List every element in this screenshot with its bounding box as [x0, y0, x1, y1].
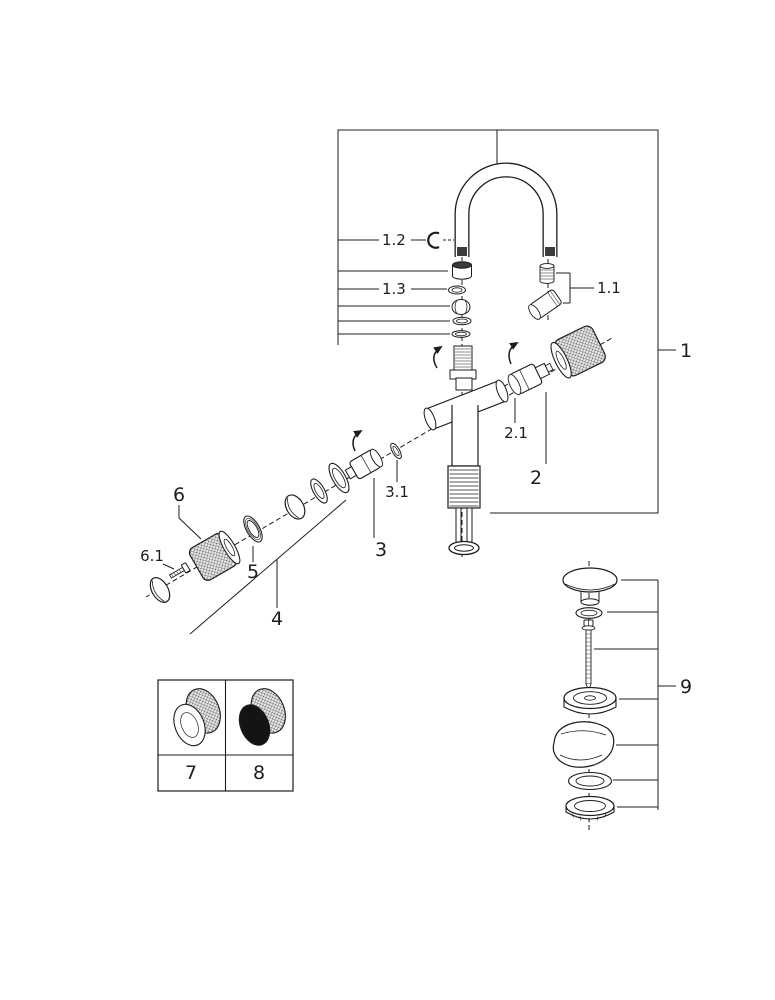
spout	[454, 162, 558, 257]
callout-4: 4	[271, 608, 283, 630]
callout-lines	[162, 129, 676, 810]
drain-assembly	[552, 567, 618, 823]
shank-leg-right	[466, 507, 473, 543]
ball-seat	[451, 299, 471, 315]
callout-3-1: 3.1	[385, 483, 409, 501]
shank-leg-left	[455, 507, 462, 543]
callout-1-1: 1.1	[597, 279, 621, 297]
knurled-cap-variant-a	[173, 688, 221, 747]
callout-3: 3	[375, 539, 387, 561]
bracket-1-1	[556, 272, 594, 304]
variant-table-dividers	[158, 680, 293, 791]
washer-a	[452, 316, 472, 326]
spout-left-insert	[457, 247, 467, 256]
rotate-arrow-right	[508, 342, 519, 365]
retaining-clip	[427, 231, 440, 249]
cover-plug	[149, 577, 171, 603]
knurled-knob-left	[188, 530, 241, 581]
mounting-shank	[447, 465, 481, 543]
bracket-4	[189, 499, 347, 635]
escutcheon-ring-a	[328, 462, 350, 494]
callout-8: 8	[253, 762, 265, 784]
escutcheon-set	[284, 462, 350, 520]
seal-ring	[448, 285, 466, 295]
callout-2: 2	[530, 467, 542, 489]
bracket-1	[337, 129, 659, 514]
faucet-body	[423, 377, 509, 556]
drain-seal-ring	[575, 607, 603, 619]
drain-stopper	[562, 567, 618, 606]
variant-table	[157, 679, 294, 792]
body-top-stub	[455, 377, 473, 391]
bracket-6	[178, 505, 202, 540]
callout-9: 9	[680, 676, 692, 698]
knurled-knob-right	[550, 325, 606, 379]
escutcheon-ring-b	[310, 478, 328, 504]
callout-6: 6	[173, 484, 185, 506]
seal-stack	[448, 261, 472, 338]
drain-washer	[567, 771, 613, 791]
callout-labels: 1 1.1 1.2 1.3 2 2.1 3 3.1 4 5 6 6.1 7 8 …	[140, 231, 692, 784]
dome-cap	[284, 494, 306, 520]
callout-5: 5	[247, 561, 259, 583]
diagonal-axis-dashed	[145, 383, 509, 598]
body-left-face	[423, 407, 437, 431]
tick-6-1	[162, 563, 175, 570]
outlet-spray-piece	[528, 289, 562, 320]
body-branch	[451, 405, 479, 467]
cartridge-left	[344, 448, 383, 480]
bracket-9-ticks	[594, 579, 676, 808]
body-right-face	[495, 379, 509, 403]
rotate-arrow-top	[433, 345, 443, 369]
cartridge-right	[507, 362, 554, 396]
spout-right-insert	[545, 247, 555, 256]
handle-right	[507, 325, 606, 396]
o-ring-small	[390, 442, 402, 460]
knurled-cap-variant-b	[238, 688, 286, 746]
drain-flange	[563, 686, 617, 715]
fixing-screw	[168, 562, 191, 579]
threaded-connector	[449, 345, 477, 386]
spout-fill	[455, 163, 557, 257]
drain-screw	[581, 619, 596, 692]
callout-1: 1	[680, 340, 692, 362]
washer-ring	[243, 515, 263, 543]
callout-6-1: 6.1	[140, 547, 164, 565]
washer-b	[451, 330, 471, 338]
drain-body-piece	[552, 721, 615, 768]
callout-7: 7	[185, 762, 197, 784]
rotate-arrow-left	[352, 430, 363, 452]
drain-nut	[565, 795, 615, 823]
callout-1-2: 1.2	[382, 231, 406, 249]
handle-left	[149, 530, 241, 603]
outlet-nipple	[539, 263, 555, 284]
callout-1-3: 1.3	[382, 280, 406, 298]
callout-2-1: 2.1	[504, 424, 528, 442]
mousseur	[452, 261, 472, 280]
outlet-set	[528, 263, 562, 320]
shank-o-ring	[448, 540, 480, 556]
cartridge-left-group	[344, 430, 402, 480]
